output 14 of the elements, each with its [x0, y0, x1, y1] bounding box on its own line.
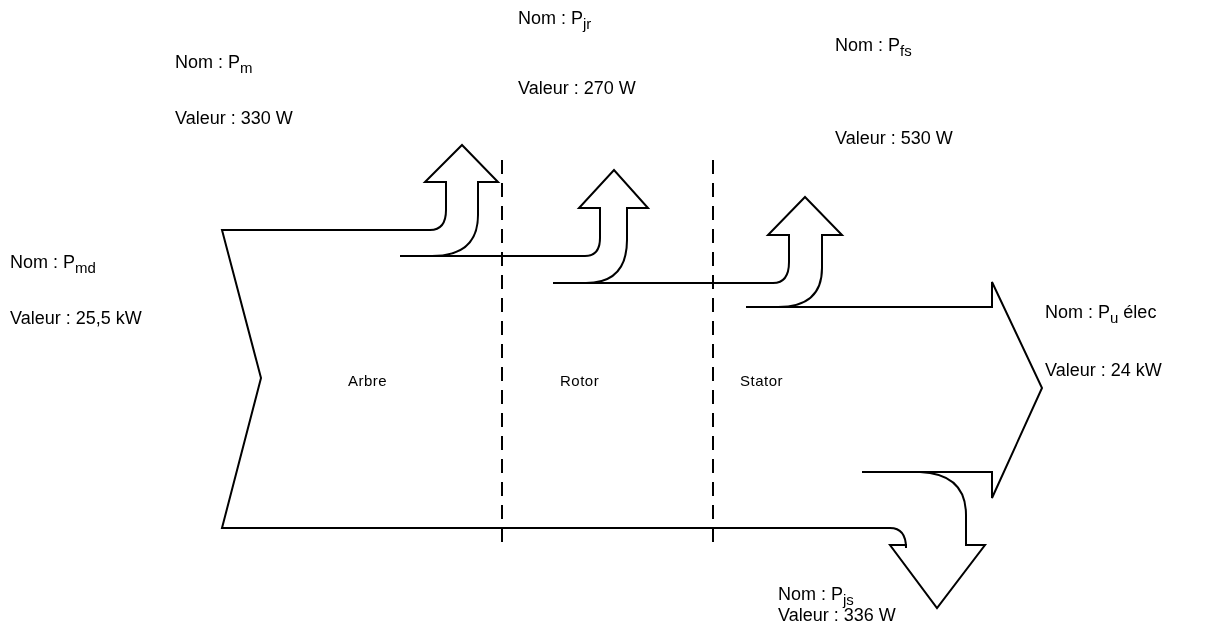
- power-label: Valeur : 530 W: [835, 128, 953, 148]
- power-label: Nom : P$_{u}$ élec: [1045, 302, 1157, 328]
- power-label: Nom : P$_{fs}$: [835, 35, 912, 61]
- power-label: Nom : P$_{md}$: [10, 252, 96, 278]
- power-label: Nom : P$_{jr}$: [518, 8, 592, 34]
- zone-label: Stator: [740, 372, 784, 389]
- power-label: Valeur : 25,5 kW: [10, 308, 142, 328]
- power-label: Nom : P$_{m}$: [175, 52, 253, 78]
- power-label: Nom : P$_{js}$: [778, 584, 854, 609]
- zone-label: Rotor: [560, 372, 600, 389]
- zone-label: Arbre: [348, 372, 388, 389]
- power-label: Valeur : 330 W: [175, 108, 293, 128]
- power-label: Valeur : 270 W: [518, 78, 636, 98]
- power-label: Valeur : 24 kW: [1045, 360, 1162, 380]
